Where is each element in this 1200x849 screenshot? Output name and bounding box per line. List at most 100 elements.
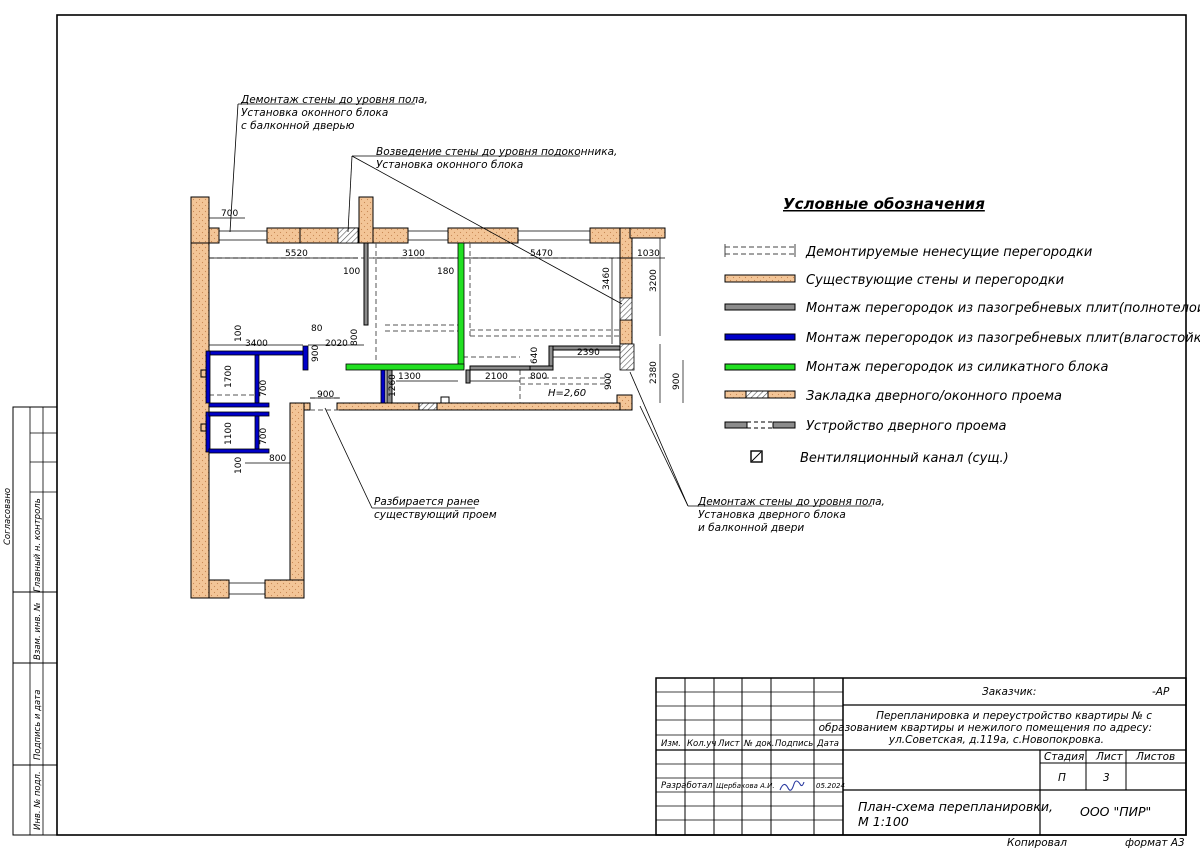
dim-1300: 1300 [398, 372, 421, 382]
dim-1260: 1260 [388, 374, 398, 397]
dim-5470: 5470 [530, 249, 553, 259]
dim-900c: 900 [604, 373, 614, 390]
floor-plan: 700 5520 3100 5470 1030 100 180 3460 320… [190, 196, 684, 599]
green-partitions [345, 242, 465, 371]
dim-1030: 1030 [637, 249, 660, 259]
dim-700c: 700 [259, 428, 269, 445]
legend-label-7: Устройство дверного проема [806, 419, 1007, 434]
existing-wall-icon [724, 274, 796, 283]
dim-900a: 900 [311, 345, 321, 362]
note4-line2: Установка дверного блока [698, 509, 846, 521]
dashed-wall-icon [724, 244, 796, 257]
opening-fill-icon [724, 390, 796, 399]
legend-title: Условные обозначения [783, 195, 985, 213]
customer-label: Заказчик: [982, 686, 1036, 698]
dim-2380: 2380 [649, 361, 659, 384]
legend-label-3: Монтаж перегородок из пазогребневых плит… [806, 301, 1200, 316]
existing-walls [190, 196, 666, 599]
signature-mark [779, 780, 805, 791]
project-line-1: Перепланировка и переустройство квартиры… [876, 710, 1152, 722]
dimension-lines [209, 217, 684, 464]
note1-line3: с балконной дверью [241, 120, 355, 132]
dim-100a: 100 [343, 267, 360, 277]
title-block-text: Заказчик: -АР Перепланировка и переустро… [661, 686, 1175, 829]
footer-copied: Копировал [1007, 837, 1067, 849]
dim-100b: 100 [234, 325, 244, 342]
note3-line1: Разбирается ранее [374, 496, 480, 508]
col-kol: Кол.уч [687, 739, 716, 749]
blue-partitions [205, 345, 386, 454]
dim-3200: 3200 [649, 269, 659, 292]
stamp-agreed: Согласовано [3, 488, 13, 545]
dim-5520: 5520 [285, 249, 308, 259]
stage-header: Стадия [1044, 751, 1084, 763]
dim-900d: 900 [672, 373, 682, 390]
dev-date: 05.2024 [816, 782, 845, 790]
legend-label-2: Существующие стены и перегородки [806, 273, 1064, 288]
dim-100c: 100 [234, 457, 244, 474]
side-stamp: Согласовано Главный н. контроль Взам. ин… [3, 406, 58, 836]
legend-label-4: Монтаж перегородок из пазогребневых плит… [806, 331, 1200, 346]
note2-line2: Установка оконного блока [376, 159, 523, 171]
dimension-labels: 700 5520 3100 5470 1030 100 180 3460 320… [221, 209, 682, 474]
dim-3100: 3100 [402, 249, 425, 259]
drawing-title-2: М 1:100 [858, 814, 909, 829]
green-partition-icon [724, 363, 796, 371]
col-izm: Изм. [661, 739, 681, 749]
ceiling-height: H=2,60 [548, 388, 586, 399]
note2-line1: Возведение стены до уровня подоконника, [376, 146, 617, 158]
dim-800b: 800 [530, 372, 547, 382]
note1-line1: Демонтаж стены до уровня пола, [240, 94, 428, 106]
windows [219, 230, 590, 595]
legend-label-6: Закладка дверного/оконного проема [806, 389, 1062, 404]
col-date: Дата [816, 739, 839, 749]
stage-value: П [1058, 772, 1066, 784]
callouts: Демонтаж стены до уровня пола, Установка… [229, 94, 885, 534]
project-line-2: образованием квартиры и нежилого помещен… [819, 722, 1152, 734]
stamp-chief: Главный н. контроль [33, 498, 43, 592]
dim-3460: 3460 [602, 267, 612, 290]
dim-2020: 2020 [325, 339, 348, 349]
developer-role: Разработал [661, 781, 713, 791]
project-line-3: ул.Советская, д.119а, с.Новопокровка. [888, 734, 1104, 746]
dim-180: 180 [437, 267, 454, 277]
col-list: Лист [717, 739, 741, 749]
gray-partition-icon [724, 303, 796, 311]
dim-900b: 900 [317, 390, 334, 400]
sheet-header: Лист [1095, 751, 1123, 763]
legend: Условные обозначения Демонтируемые ненес… [724, 195, 1200, 466]
note1-line2: Установка оконного блока [241, 107, 388, 119]
vent-channel-icon [750, 450, 763, 463]
stamp-inv-orig: Инв. № подл. [33, 771, 43, 830]
blue-partition-icon [724, 333, 796, 341]
developer-name: Щербакова А.И. [716, 782, 775, 790]
note3-line2: существующий проем [374, 509, 497, 521]
dim-640: 640 [530, 347, 540, 364]
project-code: -АР [1152, 686, 1170, 698]
dim-800a: 800 [350, 329, 360, 346]
dim-1700: 1700 [224, 365, 234, 388]
dim-700: 700 [221, 209, 238, 219]
title-block [655, 677, 1187, 836]
sheets-header: Листов [1135, 751, 1175, 763]
dim-80: 80 [311, 324, 323, 334]
stamp-sign-date: Подпись и дата [33, 690, 43, 760]
legend-label-8: Вентиляционный канал (сущ.) [800, 451, 1009, 466]
demolished-partitions [209, 243, 620, 411]
footer-format: формат А3 [1125, 837, 1185, 849]
dim-3400: 3400 [245, 339, 268, 349]
note4-line3: и балконной двери [698, 522, 804, 534]
dim-1100: 1100 [224, 422, 234, 445]
legend-label-5: Монтаж перегородок из силикатного блока [806, 360, 1108, 375]
gray-partitions [363, 242, 621, 411]
door-opening-icon [724, 421, 796, 429]
company-name: ООО "ПИР" [1080, 804, 1151, 819]
col-sign: Подпись [775, 739, 813, 749]
dim-2390: 2390 [577, 348, 600, 358]
dim-800c: 800 [269, 454, 286, 464]
dim-700b: 700 [259, 380, 269, 397]
drawing-title-1: План-схема перепланировки, [858, 799, 1053, 814]
legend-label-1: Демонтируемые ненесущие перегородки [805, 245, 1092, 260]
dim-2100: 2100 [485, 372, 508, 382]
